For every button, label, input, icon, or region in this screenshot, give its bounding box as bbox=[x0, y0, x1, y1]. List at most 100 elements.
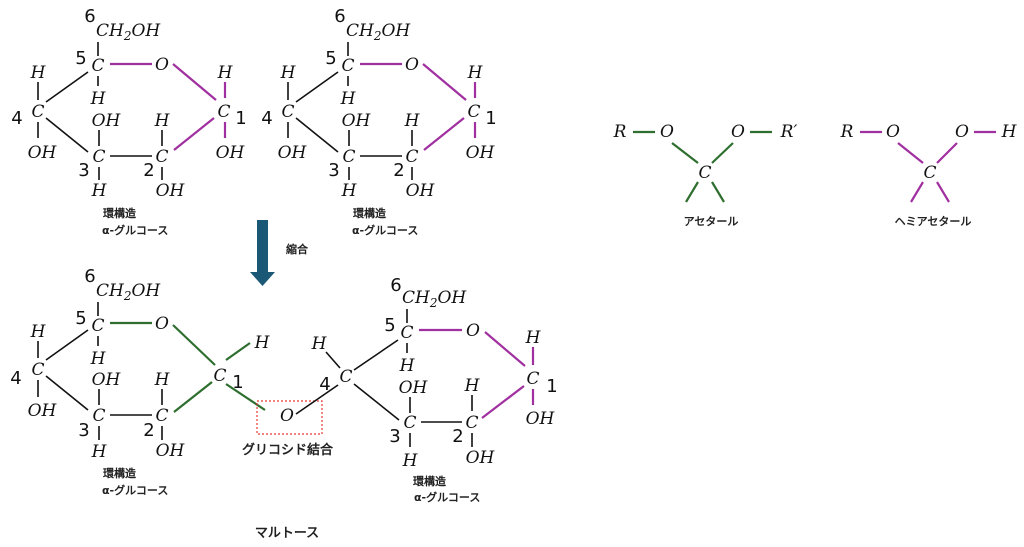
bond-line bbox=[45, 117, 89, 153]
alpha-glucose-label: α-グルコース bbox=[102, 223, 168, 237]
central-carbon: C bbox=[923, 163, 936, 183]
hydroxyl: OH bbox=[92, 370, 122, 390]
ring-oxygen: O bbox=[405, 55, 419, 75]
carbon-4: C bbox=[281, 102, 294, 122]
carbon-3: C bbox=[342, 147, 355, 167]
ring-bond bbox=[172, 63, 217, 101]
carbon-number-5: 5 bbox=[75, 308, 86, 329]
bond-line bbox=[295, 384, 339, 415]
oxygen: O bbox=[955, 122, 969, 142]
carbon-number-5: 5 bbox=[325, 48, 336, 69]
glycosidic-oxygen: O bbox=[280, 406, 294, 426]
carbon-1: C bbox=[526, 369, 539, 389]
hydroxyl: OH bbox=[92, 111, 122, 131]
ring-bond bbox=[172, 324, 216, 366]
bond-line bbox=[295, 71, 339, 103]
carbon-5: C bbox=[341, 56, 354, 76]
hydrogen: H bbox=[402, 451, 419, 471]
carbon-number-1: 1 bbox=[546, 376, 557, 397]
carbon-number-1: 1 bbox=[235, 108, 246, 129]
bond-line bbox=[353, 383, 400, 421]
ring-bond bbox=[422, 63, 467, 101]
hydrogen: H bbox=[254, 333, 271, 353]
r-group: R bbox=[840, 122, 854, 142]
hydroxyl: OH bbox=[278, 143, 308, 163]
carbon-number-4: 4 bbox=[11, 108, 22, 129]
carbon-number-1: 1 bbox=[232, 372, 243, 393]
ring-structure-label: 環構造 bbox=[413, 474, 447, 488]
carbon-number-4: 4 bbox=[10, 368, 21, 389]
carbon-number-2: 2 bbox=[143, 420, 154, 441]
carbon-4: C bbox=[31, 102, 44, 122]
hydrogen: H bbox=[90, 89, 107, 109]
carbon-2: C bbox=[465, 413, 478, 433]
maltose-label: マルトース bbox=[255, 526, 319, 541]
carbon-5: C bbox=[91, 56, 104, 76]
hydroxyl: OH bbox=[406, 181, 436, 201]
bond-line bbox=[671, 142, 699, 164]
bond-line bbox=[225, 342, 251, 361]
hydrogen: H bbox=[464, 376, 481, 396]
oxygen: O bbox=[886, 122, 900, 142]
ring-bond bbox=[173, 381, 213, 413]
hydroxyl: OH bbox=[28, 143, 58, 163]
ring-oxygen: O bbox=[155, 314, 169, 334]
hydrogen: H bbox=[154, 370, 171, 390]
central-carbon: C bbox=[698, 163, 711, 183]
ch2oh-group: CH2OH bbox=[96, 281, 161, 303]
carbon-number-6: 6 bbox=[84, 6, 95, 27]
carbon-number-4: 4 bbox=[319, 374, 330, 395]
carbon-2: C bbox=[155, 147, 168, 167]
carbon-4: C bbox=[339, 367, 352, 387]
carbon-number-6: 6 bbox=[390, 275, 401, 296]
carbon-3: C bbox=[403, 413, 416, 433]
carbon-number-3: 3 bbox=[78, 420, 89, 441]
hydroxyl: OH bbox=[526, 409, 556, 429]
hydrogen: H bbox=[1001, 122, 1018, 142]
hydrogen: H bbox=[217, 63, 234, 83]
bond-line bbox=[936, 142, 958, 164]
hydrogen: H bbox=[91, 442, 108, 462]
bond-line bbox=[295, 117, 339, 153]
r-group: R bbox=[613, 122, 627, 142]
carbon-1: C bbox=[217, 102, 230, 122]
bond-line bbox=[711, 142, 734, 164]
carbon-number-1: 1 bbox=[485, 108, 496, 129]
carbon-5: C bbox=[400, 323, 413, 343]
carbon-3: C bbox=[92, 147, 105, 167]
ch2oh-group: CH2OH bbox=[346, 21, 411, 43]
alpha-glucose-label: α-グルコース bbox=[414, 490, 480, 504]
carbon-1: C bbox=[213, 366, 226, 386]
glycosidic-bond-label: グリコシド結合 bbox=[242, 442, 334, 458]
alpha-glucose-label: α-グルコース bbox=[102, 483, 168, 497]
hydrogen: H bbox=[399, 356, 416, 376]
ring-oxygen: O bbox=[155, 55, 169, 75]
carbon-5: C bbox=[91, 316, 104, 336]
hydroxyl: OH bbox=[466, 448, 496, 468]
hydroxyl: OH bbox=[399, 378, 429, 398]
acetal-label: アセタール bbox=[684, 215, 739, 228]
carbon-4: C bbox=[31, 360, 44, 380]
glycosidic-bond bbox=[225, 383, 266, 411]
carbon-number-3: 3 bbox=[78, 160, 89, 181]
bond-line bbox=[45, 375, 89, 411]
ring-bond bbox=[481, 385, 525, 419]
hydrogen: H bbox=[341, 181, 358, 201]
carbon-number-5: 5 bbox=[384, 315, 395, 336]
ring-structure-label: 環構造 bbox=[103, 206, 137, 220]
bond-line bbox=[897, 142, 924, 164]
hydrogen: H bbox=[154, 111, 171, 131]
hydrogen: H bbox=[525, 328, 542, 348]
hydrogen: H bbox=[404, 111, 421, 131]
hemiacetal-label: ヘミアセタール bbox=[895, 215, 972, 228]
hydrogen: H bbox=[30, 63, 47, 83]
ring-bond bbox=[173, 117, 215, 151]
carbon-number-2: 2 bbox=[393, 160, 404, 181]
down-arrow-icon bbox=[250, 220, 275, 286]
carbon-number-6: 6 bbox=[334, 6, 345, 27]
ch2oh-group: CH2OH bbox=[402, 288, 467, 310]
hydroxyl: OH bbox=[28, 401, 58, 421]
carbon-number-4: 4 bbox=[261, 108, 272, 129]
